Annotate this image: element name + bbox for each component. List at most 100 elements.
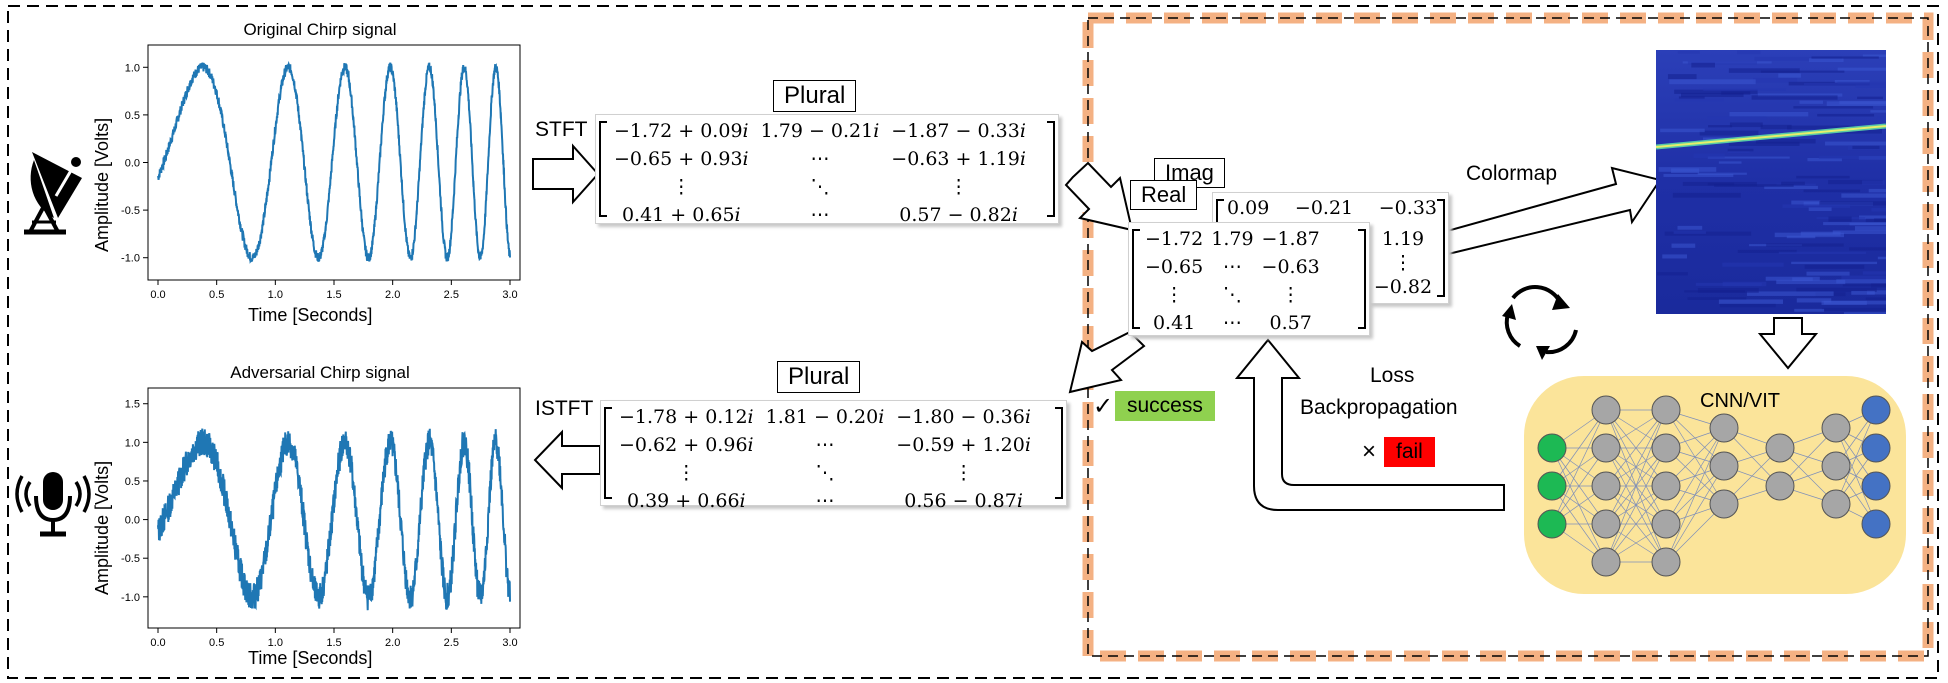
noise-streak (1707, 116, 1767, 120)
y-tick-label: 1.0 (125, 437, 140, 449)
noise-streak (1671, 243, 1696, 248)
matrix-cell: −0.65 + 0.93𝑖 (614, 148, 749, 170)
nn-node (1651, 471, 1681, 501)
imag-right-col: 1.19 ⋮ −0.82 (1373, 228, 1433, 298)
nn-edge (1665, 427, 1725, 525)
noise-streak (1693, 153, 1725, 159)
nn-node (1765, 471, 1795, 501)
noise-streak (1728, 68, 1800, 73)
x-tick-label: 0.5 (209, 637, 224, 649)
original-signal-line (157, 60, 511, 264)
matrix-cell: −0.62 + 0.96𝑖 (619, 434, 754, 456)
noise-streak (1681, 92, 1744, 98)
noise-streak (1806, 271, 1850, 276)
noise-streak (1737, 249, 1797, 253)
nn-edge (1665, 427, 1725, 563)
loss-label: Loss (1370, 364, 1415, 387)
outer-dashed-frame (7, 5, 1939, 679)
matrix-cell: ⋮ (1164, 284, 1184, 306)
microphone-icon (15, 472, 91, 537)
y-tick-label: 0.0 (125, 158, 140, 170)
imag-top-row: 0.09 −0.21 −0.33 (1227, 197, 1437, 219)
matrix-cell: 0.39 + 0.66𝑖 (626, 490, 746, 512)
noise-streak (1778, 251, 1867, 254)
matrix-row: ⋮⋱⋮ (1141, 281, 1324, 309)
noise-streak (1831, 129, 1882, 134)
noise-streak (1834, 80, 1870, 83)
matrix-cell: ⋮ (676, 462, 696, 484)
istft-label: ISTFT (535, 397, 594, 420)
matrix-row: ⋮⋱⋮ (608, 173, 1032, 201)
noise-streak (1753, 77, 1798, 83)
adversarial-signal-line (157, 428, 511, 611)
nn-node (1821, 451, 1851, 481)
nn-node (1537, 509, 1567, 539)
noise-streak (1841, 275, 1886, 280)
matrix-cell: −1.80 − 0.36𝑖 (896, 406, 1031, 428)
noise-streak (1718, 161, 1742, 164)
matrix-cell: ⋯ (810, 148, 830, 170)
noise-streak (1751, 95, 1838, 100)
matrix-cell: −1.72 (1145, 228, 1204, 250)
nn-node (1591, 471, 1621, 501)
x-tick-label: 1.5 (326, 289, 341, 301)
noise-streak (1877, 116, 1886, 121)
noise-streak (1828, 216, 1852, 222)
nn-node (1861, 433, 1891, 463)
nn-node (1591, 547, 1621, 577)
nn-node (1537, 471, 1567, 501)
noise-streak (1755, 138, 1816, 144)
original-xlabel: Time [Seconds] (248, 305, 373, 325)
noise-streak (1765, 276, 1820, 281)
noise-streak (1823, 222, 1886, 226)
y-tick-label: -1.0 (121, 592, 140, 604)
noise-streak (1811, 56, 1879, 59)
real-label: Real (1130, 180, 1198, 210)
noise-streak (1677, 225, 1703, 230)
matrix-cell: −1.78 + 0.12𝑖 (619, 406, 754, 428)
noise-streak (1727, 148, 1754, 152)
noise-streak (1857, 96, 1884, 100)
matrix-cell: 0.41 (1152, 312, 1196, 334)
nn-node (1709, 451, 1739, 481)
noise-streak (1854, 226, 1886, 231)
noise-streak (1799, 100, 1823, 104)
matrix-cell: −1.72 + 0.09𝑖 (614, 120, 749, 142)
noise-streak (1697, 172, 1747, 175)
x-tick-label: 2.0 (385, 637, 400, 649)
nn-edge (1605, 409, 1667, 563)
noise-streak (1877, 256, 1886, 260)
noise-streak (1843, 312, 1886, 314)
nn-node (1821, 489, 1851, 519)
plot-title-original: Original Chirp signal (243, 20, 397, 39)
noise-streak (1719, 302, 1776, 308)
noise-streak (1764, 185, 1818, 190)
noise-streak (1862, 54, 1886, 57)
nn-node (1651, 395, 1681, 425)
noise-streak (1862, 271, 1886, 275)
matrix-cell: −1.87 − 0.33𝑖 (891, 120, 1026, 142)
noise-streak (1669, 79, 1756, 85)
nn-node (1861, 509, 1891, 539)
noise-streak (1673, 231, 1706, 234)
nn-edge (1605, 409, 1667, 525)
noise-streak (1828, 179, 1883, 185)
noise-streak (1803, 189, 1861, 193)
noise-streak (1855, 84, 1886, 88)
noise-streak (1781, 181, 1805, 185)
noise-streak (1662, 254, 1687, 259)
noise-streak (1821, 307, 1886, 312)
noise-streak (1851, 290, 1875, 295)
noise-streak (1826, 101, 1886, 106)
y-tick-label: 1.0 (125, 62, 140, 74)
split-arrow-icon (1064, 161, 1134, 232)
noise-streak (1691, 62, 1715, 68)
noise-streak (1823, 300, 1886, 305)
noise-streak (1862, 180, 1885, 185)
noise-streak (1746, 291, 1834, 296)
